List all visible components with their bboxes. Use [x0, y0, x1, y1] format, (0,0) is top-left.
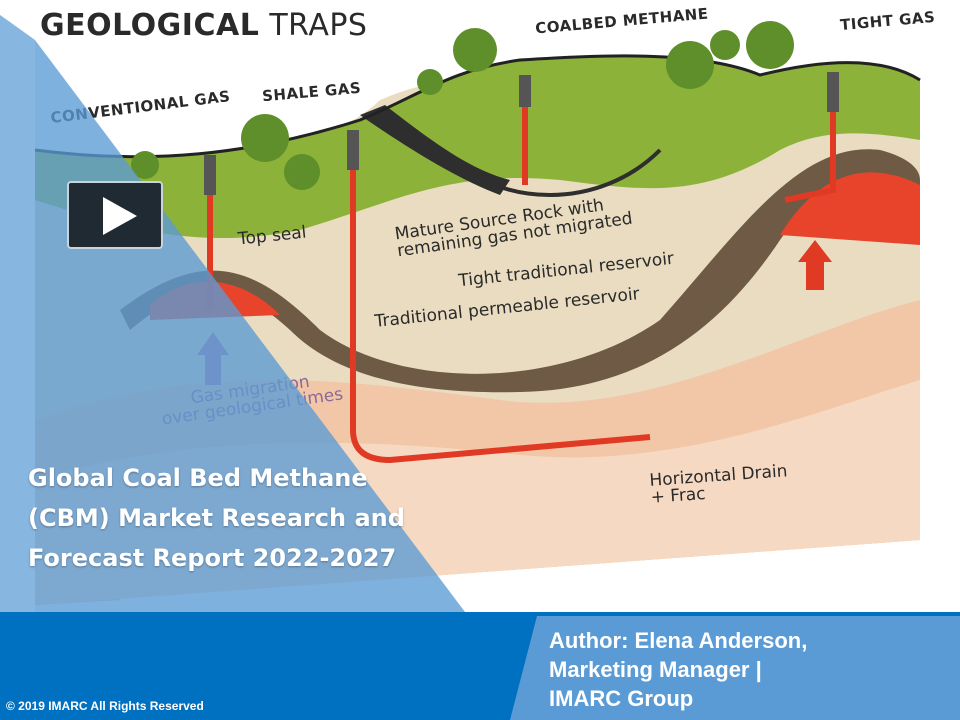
tight-gas-trap: [780, 172, 920, 245]
heading-light: TRAPS: [269, 8, 368, 43]
author-line: Marketing Manager |: [549, 657, 762, 682]
diagram-heading: GEOLOGICAL TRAPS: [40, 8, 367, 43]
author-info: Author: Elena Anderson, Marketing Manage…: [549, 626, 807, 713]
author-box: [510, 616, 960, 720]
slide-title: Global Coal Bed Methane (CBM) Market Res…: [28, 458, 405, 578]
title-line: (CBM) Market Research and: [28, 504, 405, 532]
play-icon: [103, 197, 137, 235]
title-line: Forecast Report 2022-2027: [28, 544, 397, 572]
play-button[interactable]: [67, 181, 163, 249]
tight-gas-arrow-icon: [798, 240, 832, 290]
copyright-notice: © 2019 IMARC All Rights Reserved: [6, 699, 204, 713]
author-line: Author: Elena Anderson,: [549, 628, 808, 653]
author-line: IMARC Group: [549, 686, 694, 711]
title-line: Global Coal Bed Methane: [28, 464, 368, 492]
heading-bold: GEOLOGICAL: [40, 8, 260, 43]
